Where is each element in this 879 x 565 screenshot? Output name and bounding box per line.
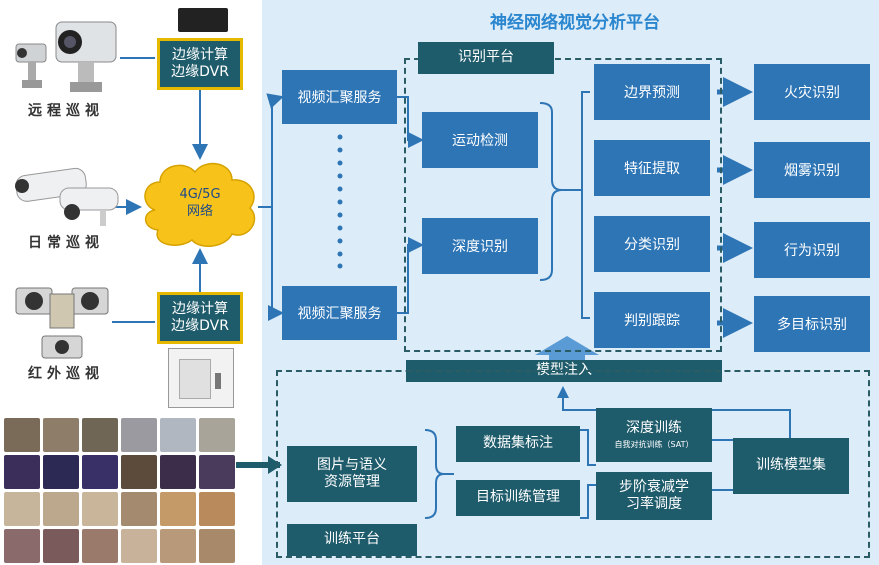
depth-recognition-box[interactable]: 深度识别 — [422, 218, 538, 274]
deep-training-line2: 自我对抗训练（SAT） — [614, 439, 694, 449]
network-cloud — [144, 162, 256, 247]
lr-line1: 步阶衰减学 — [619, 478, 689, 495]
remote-camera-label: 远程巡视 — [28, 103, 104, 119]
dvr-device-image — [178, 8, 228, 32]
edge-top-line2: 边缘DVR — [171, 64, 229, 80]
video-service-bottom[interactable]: 视频汇聚服务 — [282, 286, 397, 340]
recognition-platform-label: 识别平台 — [418, 42, 554, 74]
dataset-annotation-box[interactable]: 数据集标注 — [456, 426, 580, 462]
training-platform-label: 训练平台 — [287, 524, 417, 556]
step-tracking[interactable]: 判别跟踪 — [594, 292, 710, 348]
deep-training-line1: 深度训练 — [626, 420, 682, 437]
deep-training-box[interactable]: 深度训练自我对抗训练（SAT） — [596, 408, 712, 462]
infrared-camera-label: 红外巡视 — [28, 366, 104, 382]
edge-bottom-line2: 边缘DVR — [171, 318, 229, 334]
training-platform-frame — [276, 370, 870, 558]
infrared-camera-image — [12, 284, 112, 364]
video-service-top[interactable]: 视频汇聚服务 — [282, 70, 397, 124]
edge-computing-bottom[interactable]: 边缘计算边缘DVR — [157, 292, 243, 344]
edge-top-line1: 边缘计算 — [172, 47, 228, 64]
resource-management-box[interactable]: 图片与语义资源管理 — [287, 446, 417, 502]
step-feature-extraction[interactable]: 特征提取 — [594, 140, 710, 196]
resource-line2: 资源管理 — [324, 474, 380, 490]
training-photo-grid — [4, 418, 236, 565]
motion-detection-box[interactable]: 运动检测 — [422, 112, 538, 168]
recognition-platform-frame — [404, 58, 722, 352]
lr-schedule-box[interactable]: 步阶衰减学习率调度 — [596, 472, 712, 520]
video-ellipsis — [337, 134, 343, 269]
remote-camera-image — [8, 18, 128, 98]
edge-computing-top[interactable]: 边缘计算边缘DVR — [157, 38, 243, 90]
result-multi-target[interactable]: 多目标识别 — [754, 296, 870, 352]
steps-bracket — [581, 91, 590, 319]
step-classification[interactable]: 分类识别 — [594, 216, 710, 272]
model-set-box[interactable]: 训练模型集 — [733, 438, 849, 494]
injection-up-arrow — [535, 336, 599, 362]
control-cabinet-image — [168, 348, 234, 408]
video-to-depth-arrow — [397, 237, 424, 314]
daily-camera-label: 日常巡视 — [28, 235, 104, 251]
video-to-motion-arrow — [397, 96, 424, 148]
daily-camera-image — [10, 154, 120, 234]
target-training-box[interactable]: 目标训练管理 — [456, 480, 580, 516]
diagram-title: 神经网络视觉分析平台 — [490, 13, 660, 33]
result-behavior[interactable]: 行为识别 — [754, 222, 870, 278]
network-label-line1: 4G/5G — [179, 187, 221, 202]
network-label-line2: 网络 — [186, 203, 213, 219]
step-boundary-prediction[interactable]: 边界预测 — [594, 64, 710, 120]
result-smoke[interactable]: 烟雾识别 — [754, 142, 870, 198]
result-fire[interactable]: 火灾识别 — [754, 64, 870, 120]
network-label: 4G/5G 网络 — [160, 187, 240, 221]
resource-line1: 图片与语义 — [317, 456, 387, 473]
lr-line2: 习率调度 — [626, 496, 682, 512]
to-video-top-arrow — [266, 93, 284, 109]
edge-bottom-line1: 边缘计算 — [172, 301, 228, 318]
